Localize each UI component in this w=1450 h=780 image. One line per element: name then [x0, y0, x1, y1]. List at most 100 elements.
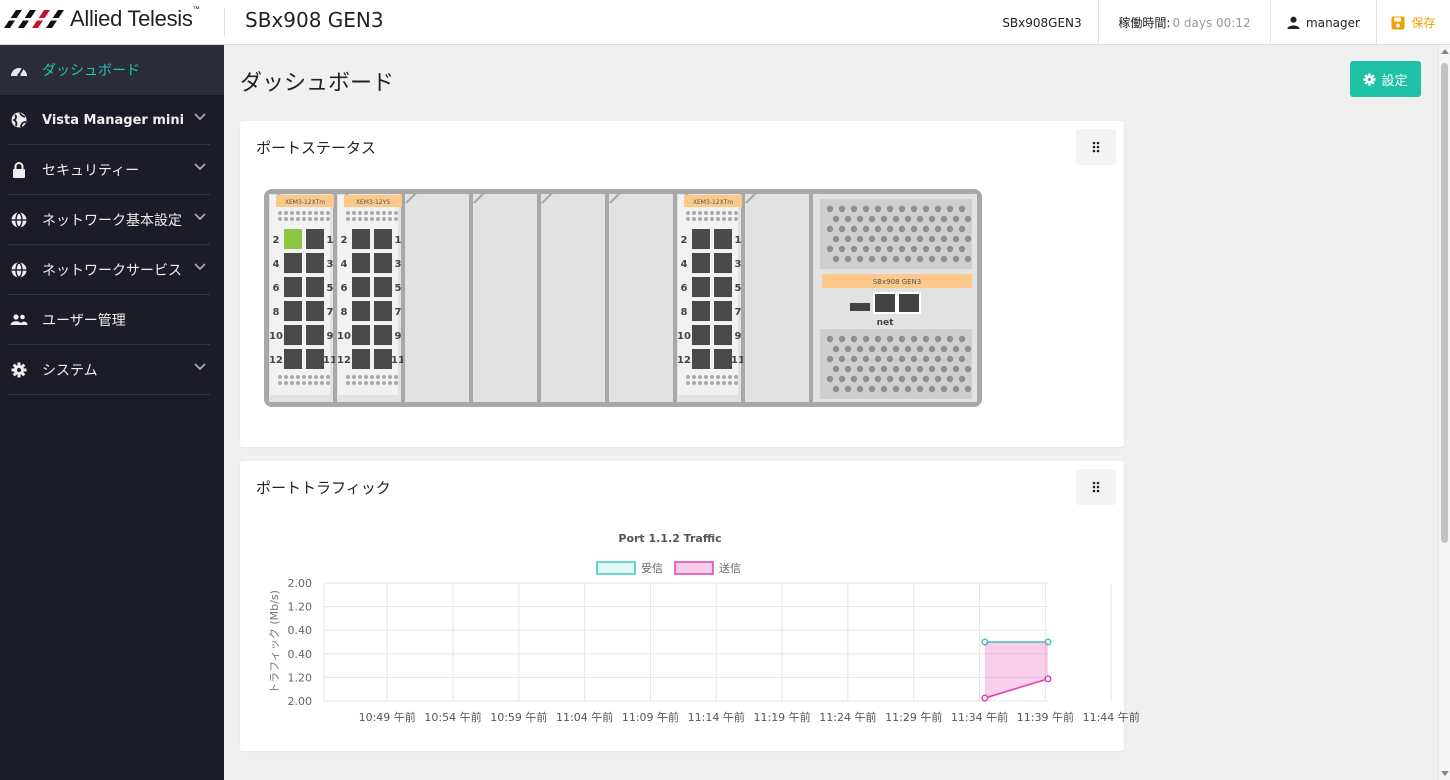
port-number: 12: [337, 355, 351, 366]
chevron-down-icon: [194, 263, 206, 271]
brand-logo[interactable]: Allied Telesis™: [4, 6, 200, 32]
fan-hole: [946, 245, 954, 253]
fan-hole: [844, 235, 852, 243]
legend-swatch: [674, 561, 714, 575]
fan-hole: [826, 225, 834, 233]
vent-hole: [320, 211, 324, 215]
fan-hole: [928, 255, 936, 263]
ethernet-port: [284, 301, 302, 321]
ethernet-port: [692, 349, 710, 369]
slot-latch: [405, 192, 417, 204]
ethernet-port: [692, 229, 710, 249]
vent-hole: [308, 375, 312, 379]
y-tick-label: 1.20: [288, 671, 313, 684]
port-number: 11: [731, 355, 745, 366]
save-button[interactable]: 保存: [1376, 0, 1450, 45]
sidebar-item-user-management[interactable]: ユーザー管理: [0, 295, 224, 345]
vent-hole: [346, 217, 350, 221]
fan-hole: [862, 245, 870, 253]
scroll-down-arrow-icon[interactable]: [1441, 771, 1449, 776]
data-point: [1044, 638, 1052, 646]
ethernet-port: [284, 277, 302, 297]
ethernet-port: [306, 301, 324, 321]
fan-hole: [856, 385, 864, 393]
fan-hole: [904, 215, 912, 223]
data-point: [981, 638, 989, 646]
drag-handle-button[interactable]: [1076, 129, 1116, 165]
port-number: 2: [273, 235, 280, 246]
fan-hole: [904, 235, 912, 243]
vent-hole: [290, 375, 294, 379]
fan-hole: [910, 355, 918, 363]
vent-hole: [370, 381, 374, 385]
sidebar-item-system[interactable]: システム: [0, 345, 224, 395]
vent-hole: [394, 381, 398, 385]
settings-button[interactable]: 設定: [1350, 61, 1421, 97]
fan-hole: [868, 235, 876, 243]
fan-hole: [910, 205, 918, 213]
vent-hole: [692, 211, 696, 215]
fan-hole: [946, 375, 954, 383]
fan-hole: [934, 245, 942, 253]
user-menu[interactable]: manager: [1270, 0, 1376, 45]
scroll-thumb[interactable]: [1441, 63, 1448, 543]
vent-hole: [710, 217, 714, 221]
slot-latch: [541, 192, 553, 204]
sidebar-item-dashboard[interactable]: ダッシュボード: [0, 45, 224, 95]
vent-hole: [364, 217, 368, 221]
fan-hole: [922, 225, 930, 233]
sidebar-item-security[interactable]: セキュリティー: [0, 145, 224, 195]
x-tick-label: 10:49 午前: [359, 710, 416, 724]
port-number: 5: [327, 283, 334, 294]
sidebar-item-network-basic[interactable]: ネットワーク基本設定: [0, 195, 224, 245]
fan-hole: [940, 215, 948, 223]
sidebar-item-network-services[interactable]: ネットワークサービス: [0, 245, 224, 295]
fan-hole: [826, 205, 834, 213]
vent-hole: [352, 381, 356, 385]
page-scrollbar[interactable]: [1438, 45, 1450, 780]
port-number: 6: [341, 283, 348, 294]
sidebar-item-vista-manager-mini[interactable]: Vista Manager mini: [0, 95, 224, 145]
fan-hole: [838, 205, 846, 213]
fan-hole: [916, 385, 924, 393]
vent-hole: [686, 211, 690, 215]
fan-hole: [844, 345, 852, 353]
fan-hole: [922, 245, 930, 253]
page-title: ダッシュボード: [240, 71, 395, 96]
scroll-up-arrow-icon[interactable]: [1441, 49, 1449, 54]
device-model-title: SBx908 GEN3: [245, 8, 384, 32]
vent-hole: [388, 375, 392, 379]
fan-hole: [928, 215, 936, 223]
brand-name: Allied Telesis™: [70, 6, 200, 31]
port-number: 5: [735, 283, 742, 294]
fan-hole: [850, 245, 858, 253]
ethernet-port: [352, 229, 370, 249]
port-number: 9: [327, 331, 334, 342]
lock-icon: [10, 161, 28, 179]
port-number: 11: [323, 355, 337, 366]
vent-hole: [278, 211, 282, 215]
ethernet-port: [374, 301, 392, 321]
y-tick-label: 1.20: [288, 601, 313, 614]
vent-hole: [358, 375, 362, 379]
fan-hole: [844, 385, 852, 393]
vent-hole: [290, 211, 294, 215]
legend-label: 受信: [641, 562, 663, 575]
line-card-label: XEM3-12XTm: [693, 199, 733, 206]
ethernet-port: [714, 349, 732, 369]
vent-hole: [376, 381, 380, 385]
port-number: 10: [677, 331, 691, 342]
drag-handle-button[interactable]: [1076, 469, 1116, 505]
uptime-value: 0 days 00:12: [1172, 15, 1251, 30]
network-icon: [10, 261, 28, 279]
vent-hole: [352, 217, 356, 221]
fan-hole: [922, 375, 930, 383]
port-number: 11: [391, 355, 405, 366]
fan-hole: [964, 365, 972, 373]
port-number: 1: [395, 235, 402, 246]
fan-hole: [832, 255, 840, 263]
vent-hole: [698, 211, 702, 215]
chassis-slot: [607, 192, 675, 404]
